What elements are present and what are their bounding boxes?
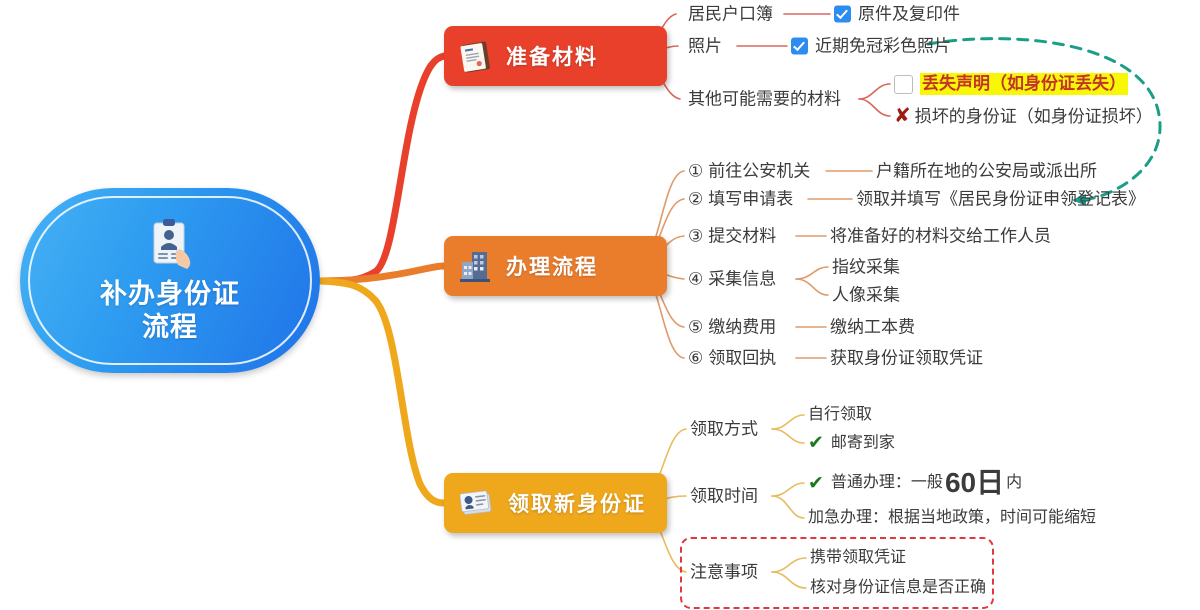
clipboard-document-icon (458, 38, 494, 74)
node-receive-method-child-0[interactable]: 自行领取 (808, 406, 873, 423)
root-node[interactable]: 补办身份证 流程 (20, 188, 320, 373)
node-receive-notes-child-1[interactable]: 核对身份证信息是否正确 (810, 579, 987, 596)
node-prepare-item-0-detail[interactable]: 原件及复印件 (834, 5, 960, 23)
branch-label-prepare: 准备材料 (506, 46, 598, 69)
node-process-step-5[interactable]: ⑤ 缴纳费用 (688, 317, 777, 337)
node-process-step-3[interactable]: ③ 提交材料 (688, 226, 777, 246)
node-prepare-item-2[interactable]: 其他可能需要的材料 (688, 89, 841, 109)
node-prepare-item-2-child-0[interactable]: 丢失声明（如身份证丢失） (894, 73, 1128, 95)
office-building-icon (458, 249, 494, 283)
node-process-step-5-detail[interactable]: 缴纳工本费 (830, 317, 915, 337)
node-receive-time[interactable]: 领取时间 (690, 486, 758, 506)
node-process-step-6-detail[interactable]: 获取身份证领取凭证 (830, 348, 983, 368)
checkbox-checked[interactable] (834, 5, 851, 23)
node-receive-notes-child-0[interactable]: 携带领取凭证 (810, 549, 907, 566)
node-process-step-6[interactable]: ⑥ 领取回执 (688, 348, 777, 368)
x-mark-icon: ✘ (894, 105, 911, 127)
node-process-step-2[interactable]: ② 填写申请表 (688, 189, 794, 209)
branch-node-prepare[interactable]: 准备材料 (444, 26, 667, 86)
node-prepare-item-0[interactable]: 居民户口簿 (688, 4, 773, 24)
node-prepare-item-2-child-1[interactable]: ✘ 损坏的身份证（如身份证损坏） (894, 105, 1153, 127)
node-receive-method[interactable]: 领取方式 (690, 419, 758, 439)
node-receive-notes[interactable]: 注意事项 (690, 562, 758, 582)
node-process-step-3-detail[interactable]: 将准备好的材料交给工作人员 (830, 226, 1051, 246)
node-receive-time-child-0[interactable]: ✔ 普通办理：一般 60日 内 (808, 467, 1023, 498)
branch-label-receive: 领取新身份证 (508, 493, 646, 516)
root-label: 补办身份证 流程 (100, 279, 240, 342)
node-process-step-1-detail[interactable]: 户籍所在地的公安局或派出所 (876, 161, 1097, 181)
check-mark-icon: ✔ (808, 472, 824, 494)
id-card-stack-icon (458, 487, 496, 519)
node-receive-time-child-1[interactable]: 加急办理：根据当地政策，时间可能缩短 (808, 509, 1097, 526)
node-process-step-2-detail[interactable]: 领取并填写《居民身份证申领登记表》 (856, 189, 1145, 209)
branch-label-process: 办理流程 (506, 256, 598, 279)
node-process-step-4[interactable]: ④ 采集信息 (688, 269, 777, 289)
node-process-step-4-child-0[interactable]: 指纹采集 (832, 257, 900, 277)
checkbox-checked[interactable] (791, 37, 808, 55)
branch-node-process[interactable]: 办理流程 (444, 236, 667, 296)
node-prepare-item-1[interactable]: 照片 (688, 36, 722, 56)
branch-node-receive[interactable]: 领取新身份证 (444, 473, 667, 533)
check-mark-icon: ✔ (808, 432, 824, 454)
id-card-clipboard-icon (144, 217, 196, 276)
attention-box (680, 537, 994, 609)
node-prepare-item-1-detail[interactable]: 近期免冠彩色照片 (791, 37, 951, 55)
node-receive-method-child-1[interactable]: ✔ 邮寄到家 (808, 432, 895, 454)
node-process-step-4-child-1[interactable]: 人像采集 (832, 285, 900, 305)
checkbox-unchecked[interactable] (894, 74, 913, 94)
node-process-step-1[interactable]: ① 前往公安机关 (688, 161, 811, 181)
